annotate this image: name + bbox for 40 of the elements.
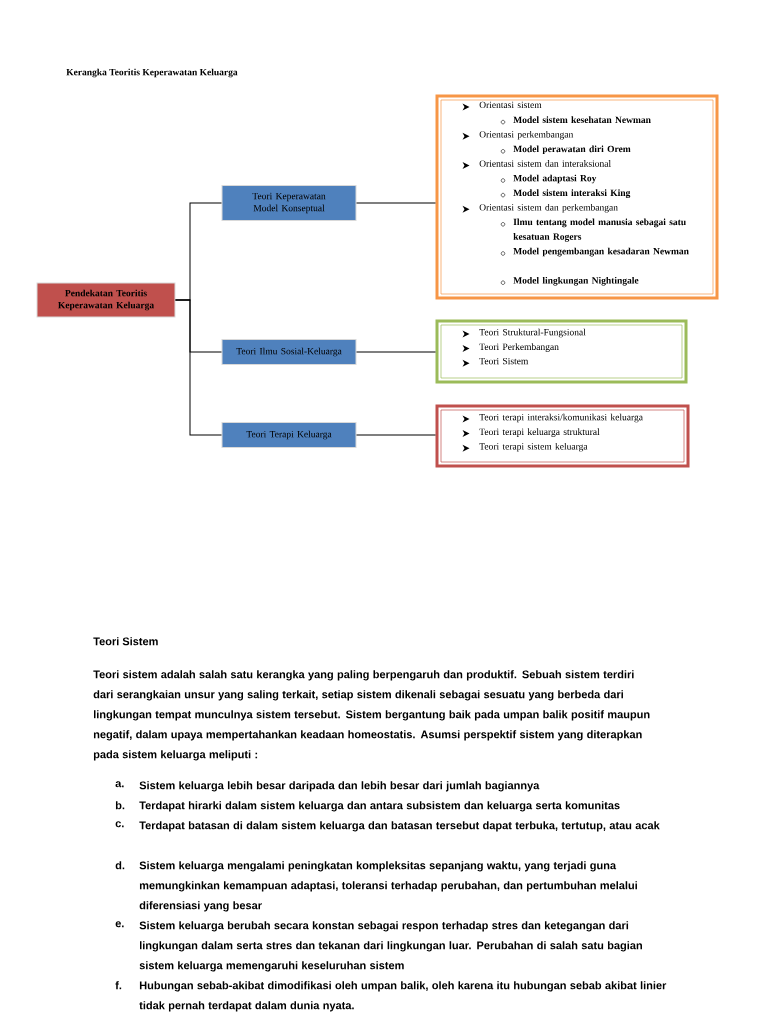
connector-line <box>356 351 436 353</box>
list-item: Model pengembangan kesadaran Newman <box>513 247 689 257</box>
list-item: Teori terapi interaksi/komunikasi keluarga <box>479 413 643 423</box>
process-box: Teori Ilmu Sosial-Keluarga <box>221 339 357 365</box>
list-item: Model sistem kesehatan Newman <box>513 116 651 123</box>
list-item: Sistem keluarga mengalami peningkatan kompleksitas sepanjang waktu, yang terjadi guna memungkinkan kemampuan adaptasi, toleransi terhadap perubahan, dan pertumbuhan melalui diferensiasi yang besar <box>139 861 637 912</box>
connector-line <box>356 202 436 204</box>
list-letter: c. <box>115 821 124 828</box>
list-item: Model sistem interaksi King <box>513 189 631 198</box>
list-item: Teori Perkembangan <box>479 343 559 352</box>
list-item: Hubungan sebab-akibat dimodifikasi oleh umpan balik, oleh karena itu hubungan sebab akibat linier tidak pernah terdapat dalam dunia nyata. <box>139 981 667 1012</box>
process-box: Teori Keperawatan Model Konseptual <box>221 185 357 221</box>
list-item: Model perawatan diri Orem <box>513 145 631 155</box>
connector-line <box>356 434 436 436</box>
list-item: Teori terapi keluarga struktural <box>479 428 600 437</box>
list-item: Orientasi sistem dan perkembangan <box>479 203 618 213</box>
list-item: Terdapat batasan di dalam sistem keluarga dan batasan tersebut dapat terbuka, tertutup, atau acak <box>139 821 660 832</box>
section-heading: Teori Sistem <box>93 637 158 646</box>
list-item: Terdapat hirarki dalam sistem keluarga dan antara subsistem dan keluarga serta komunitas <box>139 801 620 812</box>
list-letter: b. <box>115 801 125 810</box>
heading-box: Pendekatan Teoritis Keperawatan Keluarga <box>36 282 176 318</box>
list-letter: a. <box>115 781 124 788</box>
list-item: Teori Struktural-Fungsional <box>479 328 586 338</box>
list-letter: d. <box>115 861 125 870</box>
title: Kerangka Teoritis Keperawatan Keluarga <box>66 68 238 78</box>
list-item: Model lingkungan Nightingale <box>513 276 639 286</box>
connector-line <box>175 299 222 436</box>
list-item: Model adaptasi Roy <box>513 174 597 184</box>
process-box: Teori Terapi Keluarga <box>221 422 357 448</box>
list-item: Sistem keluarga lebih besar daripada dan lebih besar dari jumlah bagiannya <box>139 781 540 792</box>
list-letter: f. <box>115 981 122 990</box>
paragraph: Teori sistem adalah salah satu kerangka yang paling berpengaruh dan produktif. Sebuah sistem terdiri dari serangkaian unsur yang saling terkait, setiap sistem dikenali sebagai sesuatu yang berbeda dari lingkungan tempat munculnya sistem tersebut. Sistem bergantung baik pada umpan balik positif maupun negatif, dalam upaya mempertahankan keadaan homeostatis. Asumsi perspektif sistem yang diterapkan pada sistem keluarga meliputi : <box>93 670 650 761</box>
list-item: Ilmu tentang model manusia sebagai satu kesatuan Rogers <box>513 218 686 242</box>
list-item: Orientasi perkembangan <box>479 130 574 140</box>
list-item: Sistem keluarga berubah secara konstan sebagai respon terhadap stres dan ketegangan dari lingkungan dalam serta stres dan tekanan dari lingkungan luar. Perubahan di salah satu bagian sistem keluarga memengaruhi keseluruhan sistem <box>139 921 642 972</box>
list-item: Teori Sistem <box>479 357 529 365</box>
list-letter: e. <box>115 921 124 928</box>
list-item: Orientasi sistem <box>479 101 542 109</box>
list-item: Teori terapi sistem keluarga <box>479 442 588 452</box>
list-item: Orientasi sistem dan interaksional <box>479 160 611 167</box>
